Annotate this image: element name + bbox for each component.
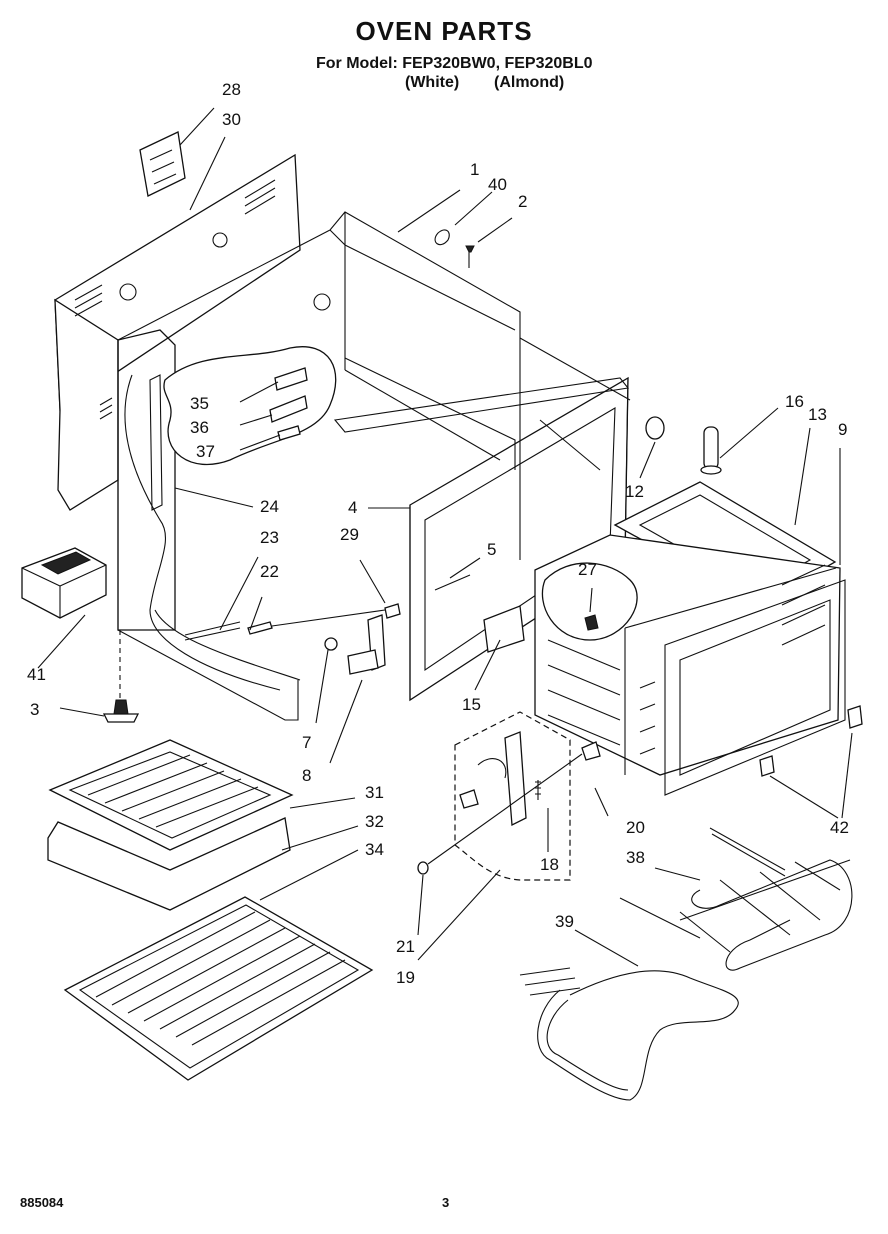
callout-2: 2 (518, 192, 528, 211)
callout-39: 39 (555, 912, 574, 931)
part-38-bake-element (619, 827, 853, 971)
callout-4: 4 (348, 498, 358, 517)
callout-31: 31 (365, 783, 384, 802)
callout-1: 1 (470, 160, 480, 179)
callout-38: 38 (626, 848, 645, 867)
callout-42: 42 (830, 818, 849, 837)
callout-41: 41 (27, 665, 46, 684)
callout-18: 18 (540, 855, 559, 874)
part-39-broil-element (519, 967, 739, 1101)
callout-32: 32 (365, 812, 384, 831)
callout-29: 29 (340, 525, 359, 544)
callout-20: 20 (626, 818, 645, 837)
callout-22: 22 (260, 562, 279, 581)
part-34-oven-rack (63, 896, 374, 1081)
model-line: For Model: FEP320BW0, FEP320BL0 (316, 55, 593, 72)
part-12-plug (645, 416, 665, 440)
callout-19: 19 (396, 968, 415, 987)
part-31-broiler-grid (48, 739, 294, 851)
callout-23: 23 (260, 528, 279, 547)
part-19-hardware-kit (454, 711, 571, 881)
part-5-pin (434, 574, 471, 591)
part-15-bracket (483, 605, 525, 653)
part-42-clip (847, 705, 863, 729)
part-22-leader-line (271, 609, 386, 627)
callout-8: 8 (302, 766, 312, 785)
part-40-clip (434, 229, 450, 246)
part-7-washer (324, 637, 338, 651)
callout-5: 5 (487, 540, 497, 559)
callout-37: 37 (196, 442, 215, 461)
callout-24: 24 (260, 497, 279, 516)
part-22-spring (247, 621, 273, 635)
part-2-screw (465, 245, 475, 253)
part-28-gasket (139, 131, 186, 197)
callout-30: 30 (222, 110, 241, 129)
callout-36: 36 (190, 418, 209, 437)
callout-3: 3 (30, 700, 40, 719)
part-8-bracket (347, 649, 379, 675)
variant-almond: (Almond) (494, 74, 565, 91)
page-title: OVEN PARTS (355, 16, 533, 46)
parts-35-37-controls (163, 346, 337, 466)
part-41-box (21, 547, 107, 619)
part-16-sensor (700, 426, 722, 475)
callout-28: 28 (222, 80, 241, 99)
part-20-screw (581, 741, 601, 761)
callout-27: 27 (578, 560, 597, 579)
page-number: 3 (442, 1195, 450, 1210)
doc-number: 885084 (20, 1195, 64, 1210)
callout-12: 12 (625, 482, 644, 501)
callout-40: 40 (488, 175, 507, 194)
callout-9: 9 (838, 420, 848, 439)
callout-16: 16 (785, 392, 804, 411)
leader-lines (37, 107, 853, 967)
part-42-clip-2 (759, 755, 775, 777)
part-3-leveling-leg (102, 699, 140, 723)
callout-34: 34 (365, 840, 384, 859)
part-23-pin (184, 621, 241, 641)
callout-15: 15 (462, 695, 481, 714)
callout-35: 35 (190, 394, 209, 413)
part-24-side-panel (117, 329, 301, 721)
callout-21: 21 (396, 937, 415, 956)
callout-7: 7 (302, 733, 312, 752)
part-1-oven-frame (117, 211, 631, 560)
callout-13: 13 (808, 405, 827, 424)
part-21-leader (427, 753, 583, 865)
part-32-broiler-pan (47, 817, 291, 911)
variant-white: (White) (405, 74, 460, 91)
part-9-oven-cavity (534, 534, 846, 796)
part-21-nut (417, 861, 429, 875)
